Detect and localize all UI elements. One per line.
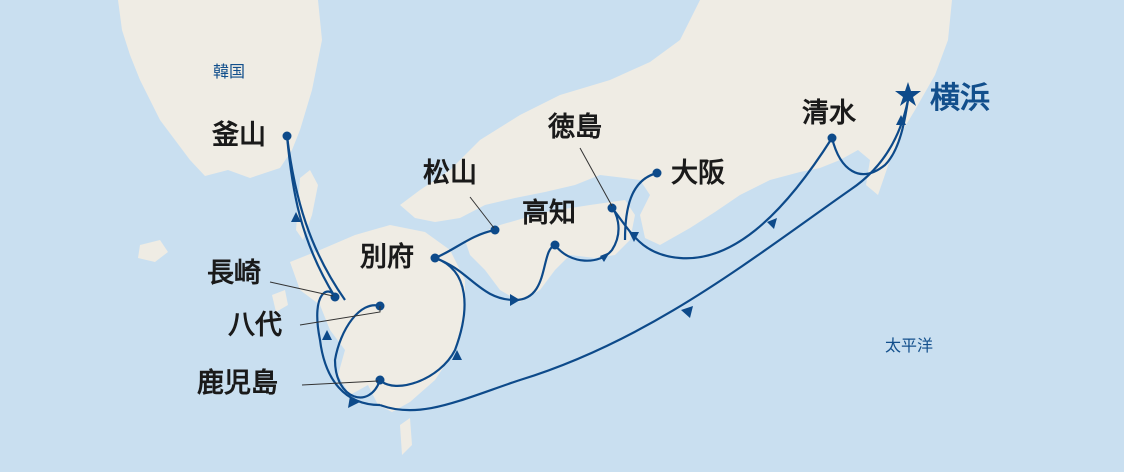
tanegashima-island (400, 418, 412, 455)
korea-land (118, 0, 322, 178)
port-dot-kochi[interactable] (550, 240, 560, 250)
port-dot-osaka[interactable] (652, 168, 662, 178)
cruise-routes (285, 99, 910, 412)
port-dot-beppu[interactable] (430, 253, 440, 263)
port-label-yatsushiro: 八代 (228, 310, 282, 341)
port-label-nagasaki: 長崎 (207, 258, 261, 289)
arrow-icon (322, 330, 332, 340)
route-shimizu-yokohama (830, 99, 910, 176)
arrow-icon (600, 252, 610, 262)
port-label-matsuyama: 松山 (423, 158, 477, 189)
route-kagoshima-beppu (379, 256, 466, 387)
arrow-icon (681, 306, 693, 318)
leader-kagoshima (301, 380, 379, 386)
leader-yatsushiro (299, 306, 381, 326)
port-dot-tokushima[interactable] (607, 203, 617, 213)
leader-matsuyama (469, 196, 495, 229)
port-label-kagoshima: 鹿児島 (197, 368, 278, 399)
leader-tokushima (579, 147, 613, 207)
port-dot-nagasaki[interactable] (330, 292, 340, 302)
arrow-icon (896, 115, 906, 125)
honshu-land (400, 0, 952, 245)
route-osaka (623, 171, 658, 241)
route-yatsushiro-kagoshima (333, 304, 382, 399)
direction-arrows (291, 115, 906, 408)
region-label-korea: 韓国 (213, 62, 246, 81)
port-dot-busan[interactable] (282, 131, 292, 141)
route-beppu-matsuyama (434, 228, 496, 260)
arrow-icon (510, 294, 520, 306)
port-label-beppu: 別府 (360, 242, 414, 273)
island (138, 240, 168, 262)
arrow-icon (348, 396, 360, 408)
kyushu-land (290, 225, 465, 412)
port-dot-matsuyama[interactable] (490, 225, 500, 235)
leader-lines (269, 147, 613, 386)
arrow-icon (291, 212, 301, 222)
route-yokohama-kagoshima (379, 99, 910, 412)
island (272, 290, 288, 312)
star-icon[interactable] (895, 82, 921, 106)
route-busan-nagasaki-2 (285, 135, 346, 301)
port-label-shimizu: 清水 (802, 98, 856, 129)
region-label-pacific: 太平洋 (885, 336, 934, 355)
port-label-yokohama: 横浜 (930, 81, 990, 116)
port-markers (282, 82, 921, 385)
arrow-icon (767, 218, 777, 229)
port-dot-shimizu[interactable] (827, 133, 837, 143)
port-label-kochi: 高知 (522, 198, 576, 229)
port-label-busan: 釜山 (212, 120, 266, 151)
arrow-icon (452, 350, 462, 360)
port-dot-kagoshima[interactable] (375, 375, 385, 385)
leader-nagasaki (269, 281, 334, 297)
arrow-icon (629, 232, 639, 242)
port-label-osaka: 大阪 (671, 158, 725, 189)
port-label-tokushima: 徳島 (548, 112, 602, 143)
